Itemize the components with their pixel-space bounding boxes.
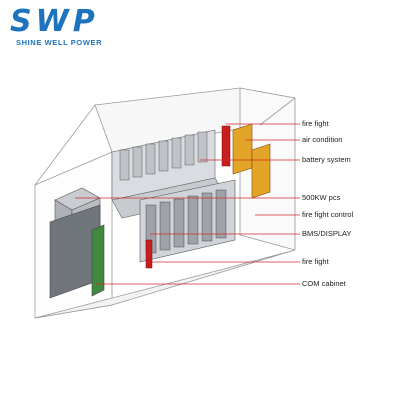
label-com-cabinet: COM cabinet bbox=[302, 279, 346, 288]
label-air-condition: air condition bbox=[302, 135, 343, 144]
label-pcs: 500KW pcs bbox=[302, 193, 341, 202]
battery-racks-front bbox=[139, 179, 236, 263]
label-fire-fight-top: fire fight bbox=[302, 119, 329, 128]
side-panels bbox=[232, 123, 271, 199]
com-cabinet bbox=[49, 204, 105, 299]
logo-subtitle: SHINE WELL POWER bbox=[16, 38, 103, 47]
brand-logo: SWP SHINE WELL POWER bbox=[10, 4, 140, 48]
logo-mark: SWP bbox=[10, 4, 99, 39]
label-battery-system: battery system bbox=[302, 155, 351, 164]
leader-lines bbox=[75, 123, 300, 285]
fire-fight-units bbox=[145, 125, 231, 269]
label-fire-fight-bottom: fire fight bbox=[302, 257, 329, 266]
label-bms-display: BMS/DISPLAY bbox=[302, 229, 352, 238]
label-fire-fight-control: fire fight control bbox=[302, 210, 354, 219]
